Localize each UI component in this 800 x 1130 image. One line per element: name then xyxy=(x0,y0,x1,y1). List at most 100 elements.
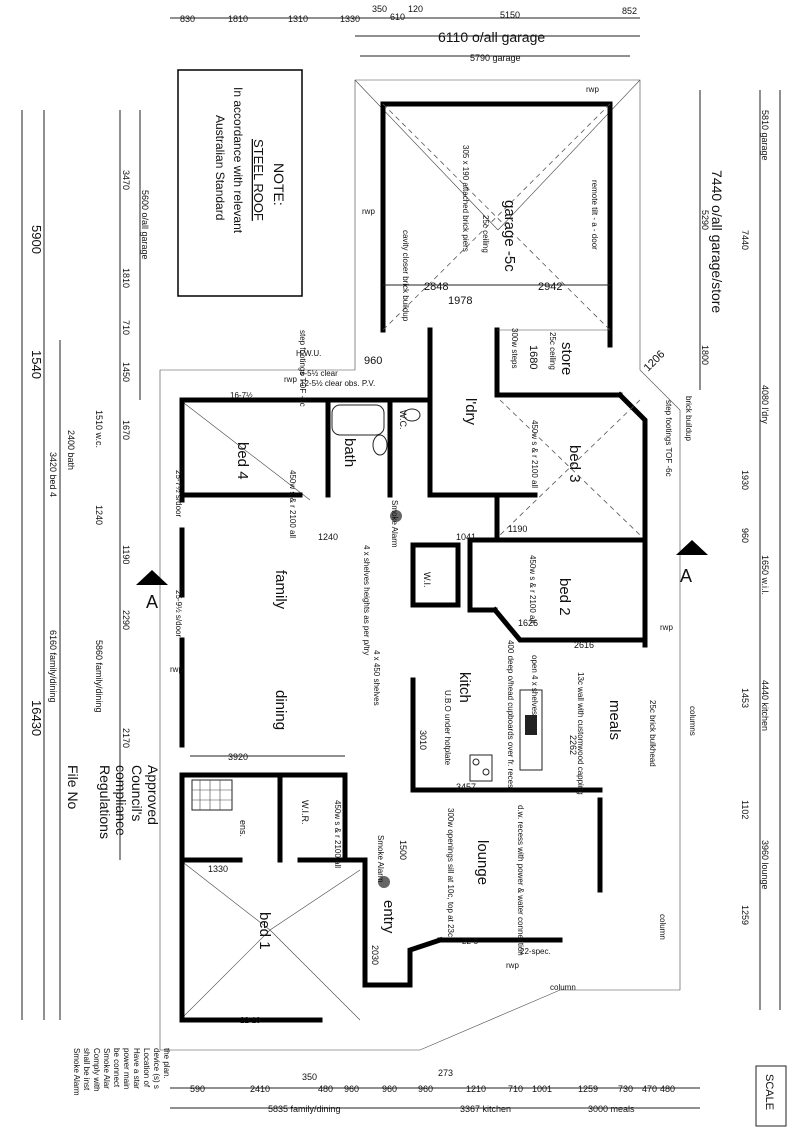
smoke-note-1: Smoke Alarm xyxy=(72,1048,81,1096)
dim-3920: 3920 xyxy=(228,752,248,762)
right-dim-1800: 1800 xyxy=(700,345,710,365)
bifold-1: 25-7½ s/door xyxy=(174,470,183,517)
smoke-note-7: Have a star xyxy=(132,1048,141,1089)
store-area: store 25c ceiling 300w steps 1680 xyxy=(497,328,610,375)
wil-bed2: W.I. 1041 bed 2 450w s & r 2100 all 2616… xyxy=(422,532,594,650)
bottom-dim-15: 480 xyxy=(660,1084,675,1094)
laundry-bed3: l'dry bed 3 450w s & r 2100 all 1190 xyxy=(462,398,641,536)
left-dim-5860: 5860 family/dining xyxy=(94,640,104,713)
smoke-alarm-note: Smoke Alarm shall be inst Comply with Sm… xyxy=(72,1048,171,1096)
right-dim-5810: 5810 garage xyxy=(760,110,770,161)
cavity-closer: cavity closer brick buildup xyxy=(401,230,410,322)
smoke-note-5: be connect xyxy=(112,1048,121,1088)
dim-1626: 1626 xyxy=(518,618,538,628)
left-dim-1190: 1190 xyxy=(121,545,131,564)
left-dim-3470: 3470 xyxy=(121,170,131,190)
brick-bulkhead-note: 25c brick bulkhead xyxy=(648,700,657,767)
bottom-dim-11: 1001 xyxy=(532,1084,552,1094)
top-dimensions: 830 1810 1310 1330 350 610 120 5150 852 … xyxy=(170,4,640,63)
smoke-alarm-2: Smoke Alarm xyxy=(376,835,385,883)
walls xyxy=(179,101,648,1023)
dim-1041: 1041 xyxy=(456,532,476,542)
bifold-2: 25-9½ s/door xyxy=(174,590,183,637)
left-dim-1810: 1810 xyxy=(121,268,131,288)
left-dim-710: 710 xyxy=(121,320,131,335)
lounge-entry: lounge entry Smoke Alarm 300w openings s… xyxy=(370,805,667,965)
top-dim-9: 852 xyxy=(622,6,637,16)
left-dim-1240: 1240 xyxy=(94,505,104,525)
bed4-robe: 450w s & r 2100 all xyxy=(288,470,297,538)
bottom-dim-2: 2410 xyxy=(250,1084,270,1094)
approval-line-3: compliance xyxy=(113,765,129,836)
bottom-dimensions: 590 2410 350 480 960 960 960 273 1210 71… xyxy=(170,1065,787,1127)
note-title: NOTE: xyxy=(271,163,287,206)
top-dim-3: 1310 xyxy=(288,14,308,24)
rwp-3: rwp xyxy=(284,375,297,384)
left-dim-2290: 2290 xyxy=(121,610,131,630)
top-dim-5: 350 xyxy=(372,4,387,14)
bottom-dim-family-dining: 5835 family/dining xyxy=(268,1104,341,1114)
step-footings-2: step footings TOF -6c xyxy=(664,400,673,477)
left-dim-5900: 5900 xyxy=(29,225,44,254)
garage-ceiling: 25c ceiling xyxy=(481,215,490,253)
garage-area: garage -5c 25c ceiling 305 x 190 attache… xyxy=(382,103,611,331)
bed4-bath-wc: bed 4 16-7½ 450w s & r 2100 all bath W.C… xyxy=(230,391,421,538)
steps-label: 300w steps xyxy=(510,328,519,368)
deep-cupboard-note: 400 deep o/head cupboards over fr. reces… xyxy=(506,640,515,792)
dim-2030: 2030 xyxy=(370,945,380,965)
ubo-note: U.B.O under hotplate xyxy=(443,690,452,766)
bottom-dim-13: 730 xyxy=(618,1084,633,1094)
top-dim-4: 1330 xyxy=(340,14,360,24)
hwu-label: H.W.U. xyxy=(296,349,321,358)
right-dim-7440: 7440 xyxy=(740,230,750,250)
smoke-note-8: Location of xyxy=(142,1048,151,1088)
smoke-note-9: device (s) s xyxy=(152,1048,161,1089)
wir-label: W.I.R. xyxy=(300,800,310,825)
garage-label: garage -5c xyxy=(501,200,518,272)
dim-2262: 2262 xyxy=(568,735,578,755)
approval-line-2: Council's xyxy=(129,765,145,821)
rwp-1: rwp xyxy=(586,85,599,94)
family-label: family xyxy=(272,570,289,610)
dim-1190: 1190 xyxy=(508,524,527,534)
steel-roof-note: NOTE: STEEL ROOF In accordance with rele… xyxy=(177,69,303,297)
bottom-dim-5: 960 xyxy=(344,1084,359,1094)
left-dim-6160: 6160 family/dining xyxy=(48,630,58,703)
dim-960: 960 xyxy=(364,355,382,367)
note-line1: STEEL ROOF xyxy=(251,139,266,221)
wc-label: W.C. xyxy=(398,410,408,430)
clear-1: 6-5½ clear xyxy=(300,369,338,378)
right-dim-4080: 4080 l'dry xyxy=(760,385,770,424)
right-dim-1259: 1259 xyxy=(740,905,750,925)
smoke-alarm-2-icon xyxy=(378,876,390,888)
laundry-label: l'dry xyxy=(462,398,479,426)
dim-3457: 3457 xyxy=(456,782,476,792)
smoke-note-10: the plan. xyxy=(162,1048,171,1079)
dim-1330: 1330 xyxy=(208,864,228,874)
remote-tilt-door: remote tilt - a - door xyxy=(590,180,599,250)
left-dim-1450: 1450 xyxy=(121,362,131,382)
smoke-alarm-1-icon xyxy=(390,510,402,522)
ensuite-label: ens. xyxy=(238,820,248,837)
entry-label: entry xyxy=(380,900,397,934)
bottom-dim-kitchen: 3367 kitchen xyxy=(460,1104,511,1114)
scale-label: SCALE xyxy=(763,1074,775,1110)
smoke-note-3: Comply with xyxy=(92,1048,101,1092)
bottom-dim-4: 480 xyxy=(318,1084,333,1094)
left-dim-3420: 3420 bed 4 xyxy=(48,452,58,497)
bed3-robe: 450w s & r 2100 all xyxy=(530,420,539,488)
wi-label: W.I. xyxy=(422,572,432,588)
clear-2: 12-5½ clear obs. P.V. xyxy=(300,379,375,388)
top-dim-7: 120 xyxy=(408,4,423,14)
top-dim-6: 610 xyxy=(390,12,405,22)
brick-buildup: brick buildup xyxy=(684,396,693,441)
columns-label: columns xyxy=(688,706,697,736)
top-dim-2: 1810 xyxy=(228,14,248,24)
ensuite-wir-bed1: ens. W.I.R. 450w s & r 2100 all 1330 bed… xyxy=(191,779,342,1025)
spec-label: 22-spec. xyxy=(520,947,551,956)
customwood-note: 13c wall with customwood capping xyxy=(576,672,585,795)
rwp-2: rwp xyxy=(362,207,375,216)
left-dim-1670: 1670 xyxy=(121,420,131,440)
kitchen-meals: kitch meals U.B.O under hotplate 400 dee… xyxy=(418,640,697,795)
garage-width-dim: 5790 garage xyxy=(470,53,521,63)
